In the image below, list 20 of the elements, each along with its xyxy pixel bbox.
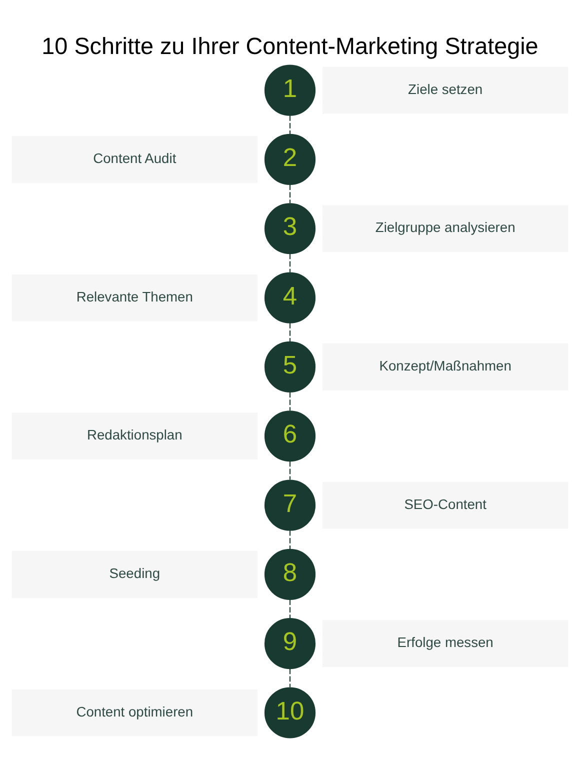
connector	[289, 392, 291, 410]
node-circle: 5	[264, 340, 316, 392]
connector	[289, 530, 291, 548]
node-circle: 1	[264, 64, 316, 116]
node-circle: 7	[264, 479, 316, 530]
connector	[289, 668, 291, 687]
node-circle: 10	[264, 686, 316, 738]
node-circle: 6	[264, 410, 316, 462]
connector	[289, 253, 291, 272]
node-circle: 4	[264, 272, 316, 323]
node-circle: 3	[264, 202, 316, 254]
node-circle: 9	[264, 618, 316, 669]
node-circle: 2	[264, 133, 316, 184]
connector	[289, 322, 291, 341]
connector	[289, 460, 291, 480]
connector	[289, 599, 291, 618]
node-circle: 8	[264, 548, 316, 600]
diagram-title: 10 Schritte zu Ihrer Content-Marketing Strategie	[42, 32, 538, 59]
connector	[289, 184, 291, 203]
connector	[289, 115, 291, 134]
